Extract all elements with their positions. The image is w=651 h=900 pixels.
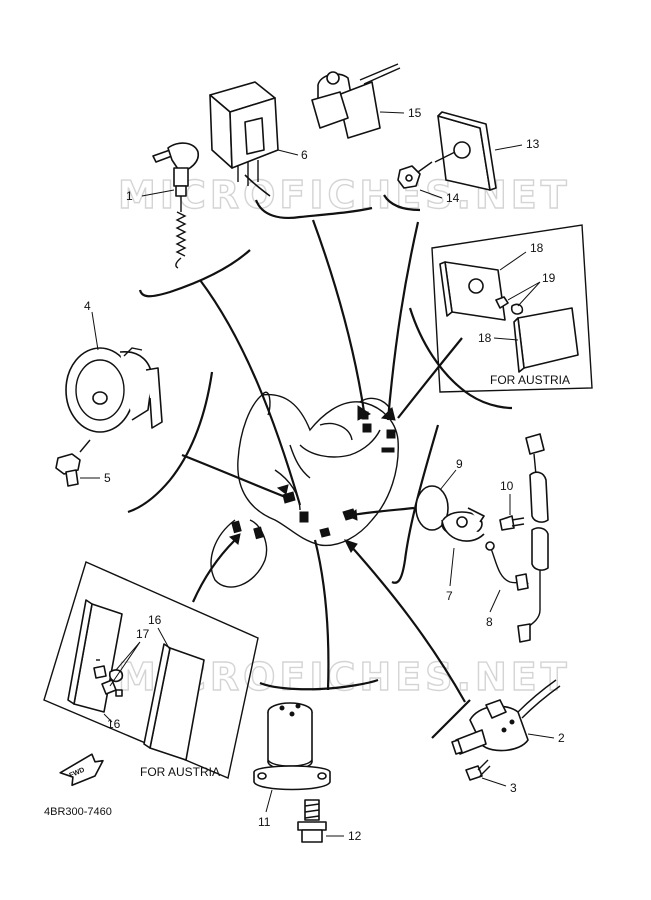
connection-curves [181, 219, 466, 703]
callout-11: 11 [258, 815, 271, 829]
callout-12: 12 [348, 829, 362, 843]
group-brackets [127, 194, 513, 739]
callout-18-top: 18 [530, 241, 544, 255]
callout-14: 14 [446, 191, 460, 205]
part-15-switch [311, 63, 401, 139]
callout-13: 13 [526, 137, 540, 151]
part-1-switch [152, 142, 200, 269]
callout-15: 15 [408, 106, 422, 120]
part-2-solenoid [451, 679, 561, 755]
callout-6: 6 [301, 148, 308, 162]
austria-box-bottom [43, 561, 259, 779]
callout-8: 8 [486, 615, 493, 629]
part-7-sensor [441, 507, 485, 542]
callout-16-top: 16 [148, 613, 162, 627]
callout-9: 9 [456, 457, 463, 471]
callout-18-bottom: 18 [478, 331, 492, 345]
arrow-head [276, 484, 289, 495]
arrow-head [380, 407, 396, 421]
for-austria-note-bottom: FOR AUSTRIA [140, 765, 220, 779]
for-austria-note-top: FOR AUSTRIA [490, 373, 570, 387]
part-11-sender [253, 702, 331, 791]
callout-1: 1 [126, 189, 133, 203]
arrow-head [228, 533, 241, 545]
part-12-bolt [297, 799, 327, 843]
part-5-bolt [55, 439, 91, 487]
part-8-lead-wire [485, 433, 549, 643]
callout-4: 4 [84, 299, 91, 313]
fwd-arrow-icon: FWD [59, 753, 104, 787]
arrow-head [344, 539, 358, 553]
diagram-code: 4BR300-7460 [44, 806, 112, 818]
callout-19: 19 [542, 271, 556, 285]
part-4-horn [65, 347, 163, 433]
callout-7: 7 [446, 589, 453, 603]
arrow-head [347, 509, 358, 521]
motorcycle-frame-outline [210, 391, 399, 588]
part-6-relay [209, 81, 279, 197]
austria-box-top [431, 224, 593, 393]
callout-2: 2 [558, 731, 565, 745]
part-10-screw [499, 515, 525, 531]
part-13-reflector [434, 111, 497, 191]
part-14-nut [397, 161, 433, 189]
callout-3: 3 [510, 781, 517, 795]
part-3-screw [465, 759, 491, 781]
callout-17: 17 [136, 627, 150, 641]
callout-5: 5 [104, 471, 111, 485]
arrow-head [357, 405, 371, 421]
callout-10: 10 [500, 479, 514, 493]
part-9-o-ring [415, 485, 449, 531]
